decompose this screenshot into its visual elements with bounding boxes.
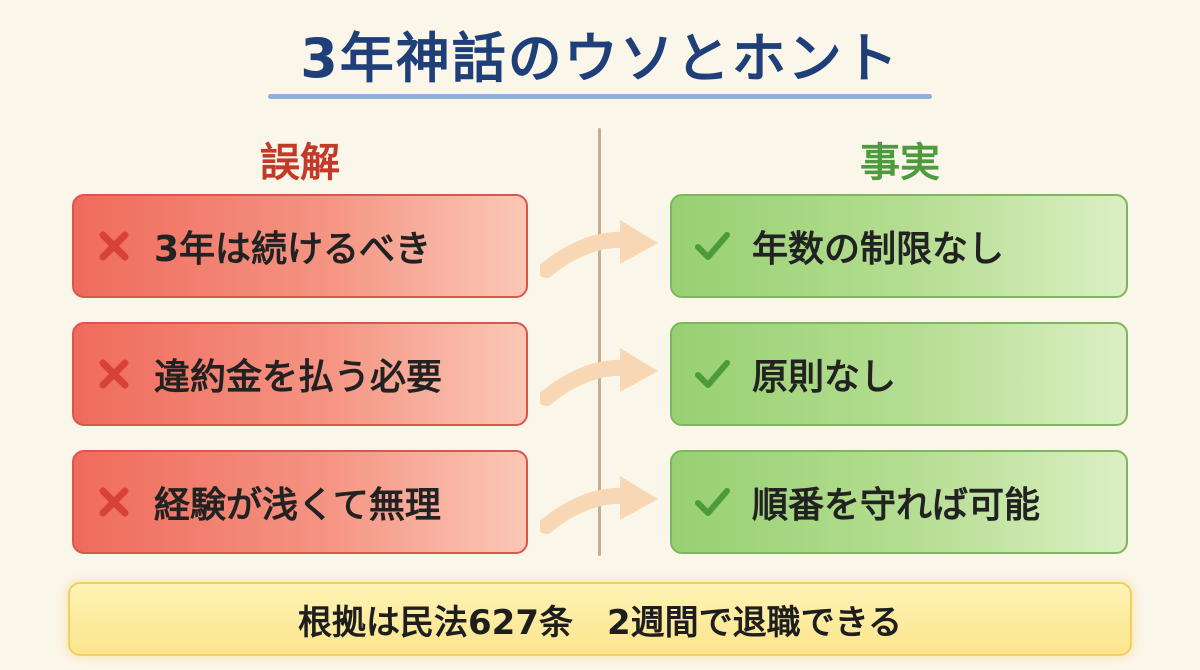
check-mark-icon <box>695 488 730 516</box>
fact-label: 順番を守れば可能 <box>752 485 1041 526</box>
check-mark-icon <box>695 232 730 260</box>
fact-box-2: 原則なし <box>670 322 1128 426</box>
fact-box-3: 順番を守れば可能 <box>670 450 1128 554</box>
x-mark-icon <box>99 487 129 517</box>
page-title: 3年神話のウソとホント <box>300 27 900 90</box>
curved-arrow-icon <box>540 476 658 534</box>
curved-arrow-icon <box>540 220 658 278</box>
fact-label: 原則なし <box>752 357 897 398</box>
myth-box-1: 3年は続けるべき <box>72 194 528 298</box>
legal-basis-banner: 根拠は民法627条 2週間で退職できる <box>68 582 1132 656</box>
x-mark-icon <box>99 359 129 389</box>
myth-label: 違約金を払う必要 <box>154 357 443 398</box>
myth-box-3: 経験が浅くて無理 <box>72 450 528 554</box>
curved-arrow-icon <box>540 348 658 406</box>
x-mark-icon <box>99 231 129 261</box>
fact-label: 年数の制限なし <box>752 229 1005 270</box>
myth-label: 経験が浅くて無理 <box>154 485 441 526</box>
title-underline <box>268 94 932 99</box>
myth-box-2: 違約金を払う必要 <box>72 322 528 426</box>
myth-label: 3年は続けるべき <box>154 229 432 270</box>
center-divider <box>598 128 601 556</box>
fact-box-1: 年数の制限なし <box>670 194 1128 298</box>
myth-column-header: 誤解 <box>260 140 340 186</box>
fact-column-header: 事実 <box>860 140 940 186</box>
check-mark-icon <box>695 360 730 388</box>
legal-basis-text: 根拠は民法627条 2週間で退職できる <box>298 602 902 643</box>
